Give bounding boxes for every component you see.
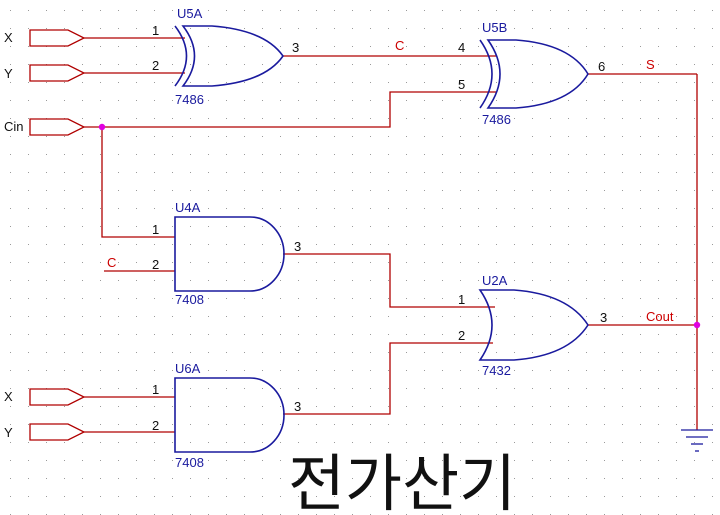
u2a-pin-b: 2 (458, 328, 465, 343)
u2a-part: 7432 (482, 363, 511, 378)
u6a-body (174, 377, 285, 453)
u2a-body (478, 289, 589, 361)
wires (84, 37, 698, 433)
u2a-pin-a: 1 (458, 292, 465, 307)
label-x1: X (4, 30, 13, 45)
u6a-part: 7408 (175, 455, 204, 470)
gate-u6a-and: U6A 7408 1 2 3 (152, 361, 301, 470)
u5b-ref: U5B (482, 20, 507, 35)
u5b-pin-out: 6 (598, 59, 605, 74)
u5b-back-curve (479, 39, 493, 109)
input-ports: X Y Cin X Y (4, 29, 86, 441)
port-x2 (29, 388, 86, 406)
junction-cin (98, 123, 106, 131)
u4a-part: 7408 (175, 292, 204, 307)
u5a-ref: U5A (177, 6, 203, 21)
u6a-ref: U6A (175, 361, 201, 376)
u4a-ref: U4A (175, 200, 201, 215)
net-sum: S (646, 57, 655, 72)
u5a-body (181, 25, 284, 87)
u5b-part: 7486 (482, 112, 511, 127)
u4a-pin-out: 3 (294, 239, 301, 254)
u5b-body (486, 39, 589, 109)
gate-u5b-xor: U5B 7486 4 5 6 (458, 20, 605, 127)
wire-u6a-out (283, 342, 493, 415)
port-cin (29, 118, 86, 136)
u5a-pin-out: 3 (292, 40, 299, 55)
port-y1 (29, 64, 86, 82)
schematic-caption: 전가산기 (288, 447, 516, 515)
net-cout: Cout (646, 309, 674, 324)
u6a-pin-a: 1 (152, 382, 159, 397)
u5a-pin-b: 2 (152, 58, 159, 73)
label-x2: X (4, 389, 13, 404)
u5b-pin-a: 4 (458, 40, 465, 55)
gate-u5a-xor: U5A 7486 1 2 3 (152, 6, 299, 107)
u5b-pin-b: 5 (458, 77, 465, 92)
net-c-left: C (107, 255, 116, 270)
gate-u4a-and: U4A 7408 1 2 3 (152, 200, 301, 307)
u2a-pin-out: 3 (600, 310, 607, 325)
net-c-top: C (395, 38, 404, 53)
label-cin: Cin (4, 119, 24, 134)
u4a-pin-b: 2 (152, 257, 159, 272)
gate-u2a-or: U2A 7432 1 2 3 (458, 273, 607, 378)
wire-u4a-out (283, 253, 495, 308)
net-labels: C C S Cout (107, 38, 674, 324)
u2a-ref: U2A (482, 273, 508, 288)
u4a-pin-a: 1 (152, 222, 159, 237)
label-y1: Y (4, 66, 13, 81)
label-y2: Y (4, 425, 13, 440)
junction-cout (693, 321, 701, 329)
port-y2 (29, 423, 86, 441)
u5a-pin-a: 1 (152, 23, 159, 38)
wire-cin (84, 91, 497, 128)
u4a-body (174, 216, 285, 292)
u6a-pin-out: 3 (294, 399, 301, 414)
u5a-part: 7486 (175, 92, 204, 107)
wire-cin-down (101, 127, 175, 238)
u6a-pin-b: 2 (152, 418, 159, 433)
ground-icon (681, 429, 713, 452)
port-x1 (29, 29, 86, 47)
u5a-back-curve (174, 25, 188, 87)
grid-dots (10, 10, 713, 515)
